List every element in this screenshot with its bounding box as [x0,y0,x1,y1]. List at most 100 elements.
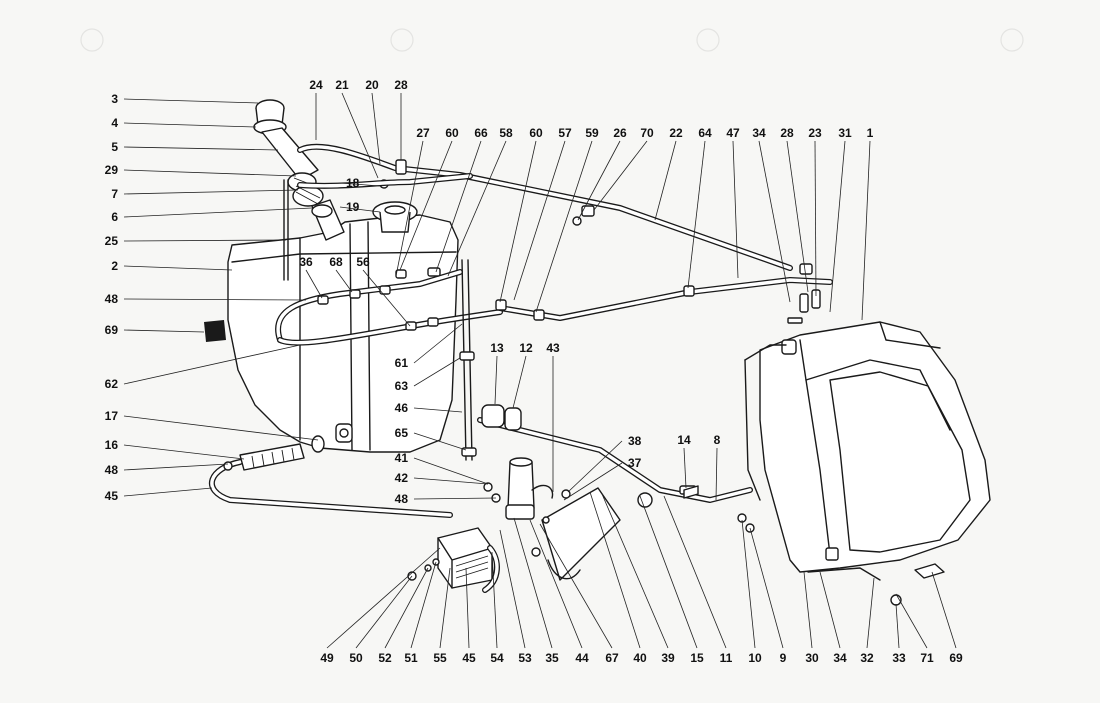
leader-line-63 [413,357,461,387]
callout-54: 54 [490,651,504,665]
right-fuel-tank [744,321,991,606]
balance-hose [275,267,833,346]
leader-line-21 [341,92,379,179]
leader-line-3 [123,98,259,104]
callout-10: 10 [748,651,762,665]
callout-5: 5 [111,140,118,154]
leader-line-54 [491,551,498,649]
leader-line-69a [123,329,205,333]
callout-41: 41 [395,451,409,465]
leader-line-48a [123,298,307,301]
rubber-pad-69 [204,320,226,342]
leader-line-64 [687,140,706,289]
callout-33: 33 [892,651,906,665]
callout-15: 15 [690,651,704,665]
callout-45a: 45 [105,489,119,503]
leader-line-45b [465,567,470,649]
callout-63: 63 [395,379,409,393]
leader-line-69b [931,571,957,649]
callout-7: 7 [111,187,118,201]
leader-line-52 [384,567,429,649]
leader-line-13 [494,355,498,405]
leader-line-48b [123,463,229,471]
leader-line-66 [435,140,482,273]
callout-24: 24 [309,78,323,92]
leader-line-60a [399,140,453,271]
callout-29: 29 [105,163,119,177]
leader-line-71 [895,593,928,649]
callout-28a: 28 [394,78,408,92]
callout-46: 46 [395,401,409,415]
leader-line-34b [819,571,841,649]
leader-line-49 [326,547,441,649]
callout-40: 40 [633,651,647,665]
leader-line-20 [371,92,381,165]
leader-line-1 [861,140,871,321]
leader-line-16 [123,444,245,460]
leader-line-32 [866,577,875,649]
callout-34a: 34 [752,126,766,140]
leader-line-34a [758,140,791,303]
leader-line-10 [741,519,756,649]
callout-55: 55 [433,651,447,665]
leader-line-17 [123,415,319,441]
leader-line-6 [123,207,313,218]
leader-line-33 [895,603,900,649]
callout-59: 59 [585,126,599,140]
callout-52: 52 [378,651,392,665]
leader-line-68 [335,269,353,293]
callout-28b: 28 [780,126,794,140]
leader-line-56 [362,269,411,327]
callout-3: 3 [111,92,118,106]
leader-line-22 [654,140,677,221]
callout-51: 51 [404,651,418,665]
callout-60b: 60 [529,126,543,140]
leader-line-39 [601,493,669,649]
callout-44: 44 [575,651,589,665]
callout-56: 56 [356,255,370,269]
callout-68: 68 [329,255,343,269]
mounting-bracket [541,487,621,581]
leader-line-42 [413,477,489,485]
leader-line-5 [123,146,279,151]
leader-line-26 [577,140,621,221]
callout-48b: 48 [105,463,119,477]
callout-61: 61 [395,356,409,370]
callout-38: 38 [628,434,642,448]
callout-13: 13 [490,341,504,355]
leader-line-28b [786,140,809,293]
leader-line-62 [123,344,301,385]
leader-line-47 [732,140,739,279]
leader-line-38 [567,440,623,493]
leader-lines [123,92,957,649]
leader-line-14 [683,447,687,489]
punch-holes [80,28,1024,52]
leader-line-48c [413,497,497,500]
callout-35: 35 [545,651,559,665]
electric-pump [505,457,554,520]
callout-34b: 34 [833,651,847,665]
leader-line-25 [123,239,287,242]
callout-36: 36 [299,255,313,269]
leader-line-9 [749,527,784,649]
leader-line-30 [803,571,813,649]
callout-70: 70 [640,126,654,140]
callout-32: 32 [860,651,874,665]
callout-19: 19 [346,200,360,214]
callout-6: 6 [111,210,118,224]
callout-23: 23 [808,126,822,140]
callout-1: 1 [867,126,874,140]
callout-48a: 48 [105,292,119,306]
callout-67: 67 [605,651,619,665]
callout-48c: 48 [395,492,409,506]
leader-line-27 [395,140,424,277]
callout-17: 17 [105,409,119,423]
callout-58: 58 [499,126,513,140]
callout-60a: 60 [445,126,459,140]
leader-line-36 [305,269,323,299]
leader-line-57 [513,140,566,301]
callout-42: 42 [395,471,409,485]
leader-line-65 [413,432,467,451]
leader-line-61 [413,323,463,364]
